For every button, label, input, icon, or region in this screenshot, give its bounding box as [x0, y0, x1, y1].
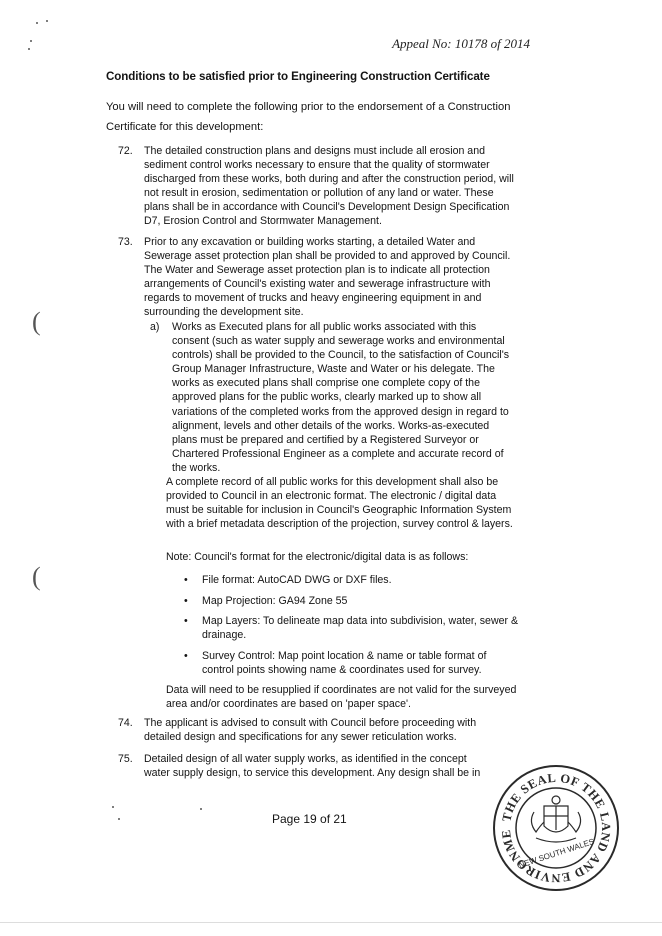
condition-text: The detailed construction plans and desi…	[144, 145, 514, 228]
condition-number: 72.	[118, 145, 133, 157]
condition-text: Prior to any excavation or building work…	[144, 236, 511, 319]
sub-text: Works as Executed plans for all public w…	[172, 321, 510, 474]
page-number: Page 19 of 21	[272, 812, 347, 826]
list-item: •Map Layers: To delineate map data into …	[184, 615, 519, 642]
section-heading: Conditions to be satisfied prior to Engi…	[106, 70, 490, 83]
sub-label: a)	[150, 321, 160, 333]
appeal-number: Appeal No: 10178 of 2014	[392, 36, 530, 51]
resupply-paragraph: Data will need to be resupplied if coord…	[166, 684, 517, 711]
bullet-icon: •	[184, 615, 188, 628]
condition-73: 73. Prior to any excavation or building …	[118, 235, 516, 320]
condition-number: 74.	[118, 717, 133, 729]
condition-72: 72. The detailed construction plans and …	[118, 144, 516, 229]
data-format-note: Note: Council's format for the electroni…	[166, 551, 469, 563]
condition-text: The applicant is advised to consult with…	[144, 717, 477, 744]
scan-speck	[46, 20, 48, 22]
scan-speck	[118, 818, 120, 820]
margin-bracket-mark: (	[32, 562, 41, 591]
condition-text: Detailed design of all water supply work…	[144, 753, 481, 780]
coat-of-arms-icon	[530, 795, 582, 843]
scan-speck	[112, 806, 114, 808]
format-bullet-list: •File format: AutoCAD DWG or DXF files. …	[180, 573, 520, 684]
condition-number: 75.	[118, 753, 133, 765]
condition-number: 73.	[118, 236, 133, 248]
list-item: •Map Projection: GA94 Zone 55	[184, 594, 348, 607]
bullet-icon: •	[184, 649, 188, 662]
condition-75: 75. Detailed design of all water supply …	[118, 752, 484, 780]
list-item: •Survey Control: Map point location & na…	[184, 649, 487, 676]
scan-speck	[28, 48, 30, 50]
list-item: •File format: AutoCAD DWG or DXF files.	[184, 574, 392, 586]
scan-speck	[36, 22, 38, 24]
intro-paragraph: You will need to complete the following …	[106, 101, 511, 133]
condition-74: 74. The applicant is advised to consult …	[118, 716, 516, 744]
condition-73-sub-a: a) Works as Executed plans for all publi…	[150, 320, 512, 475]
scan-edge-line	[0, 922, 662, 923]
scan-speck	[200, 808, 202, 810]
electronic-record-paragraph: A complete record of all public works fo…	[166, 476, 513, 531]
court-seal-icon: THE SEAL OF THE LAND AND ENVIRONMENT COU…	[488, 760, 619, 891]
scan-speck	[30, 40, 32, 42]
bullet-icon: •	[184, 594, 188, 607]
margin-bracket-mark: (	[32, 307, 41, 336]
bullet-icon: •	[184, 574, 188, 586]
